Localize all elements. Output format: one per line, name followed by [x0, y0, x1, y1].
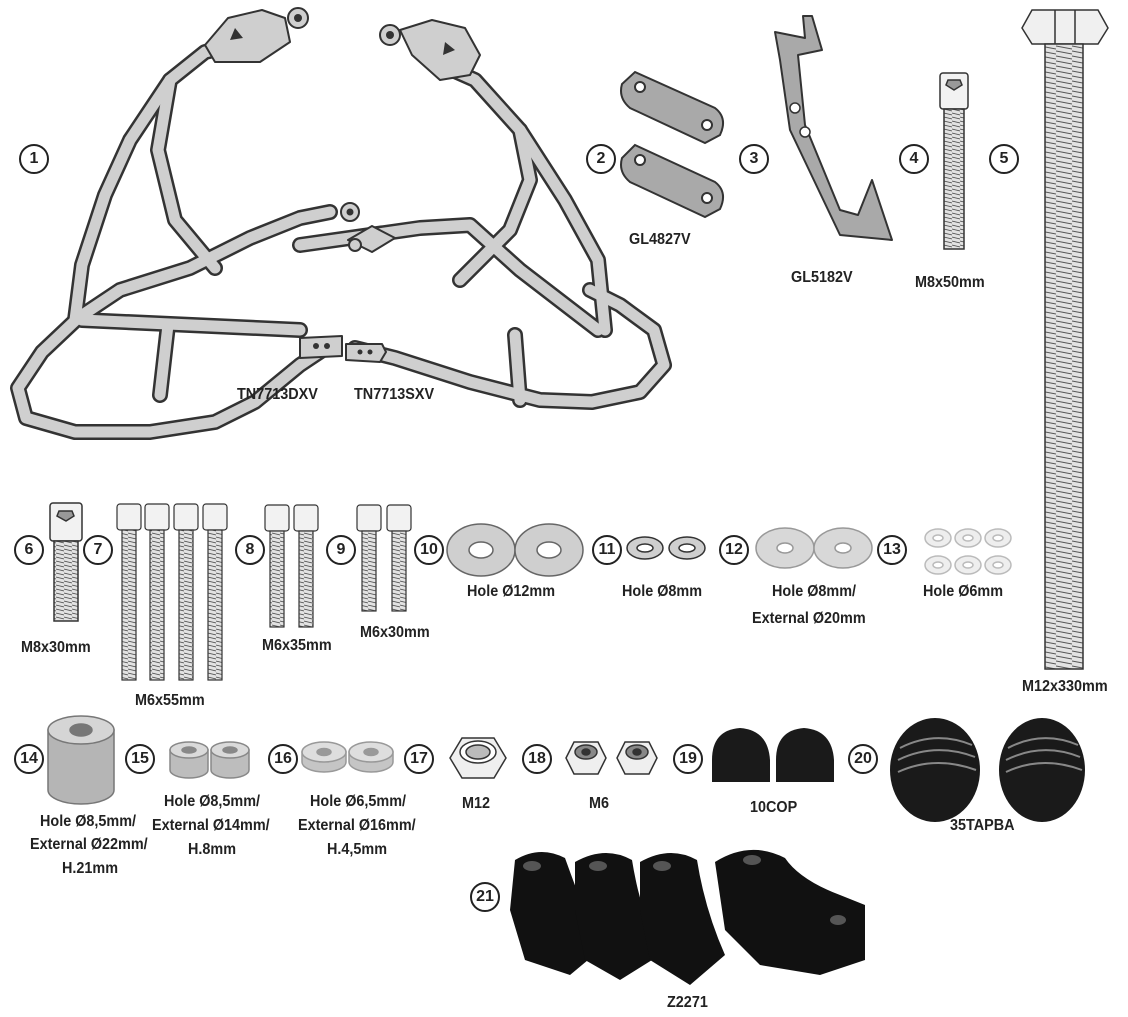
callout-2: 2: [586, 144, 616, 174]
callout-14: 14: [14, 744, 44, 774]
risers-z2271: [510, 849, 865, 985]
callout-13: 13: [877, 535, 907, 565]
m6x30-bolts: [356, 504, 412, 612]
label-hole8: Hole Ø8mm: [622, 583, 703, 600]
label-m8x50: M8x50mm: [915, 274, 985, 291]
m8x30-bolt: [49, 502, 83, 622]
label-tn7713dxv: TN7713DXV: [237, 386, 318, 403]
label-spacer14-line2: External Ø22mm/: [30, 836, 148, 853]
m6x35-bolts: [264, 504, 319, 628]
m6x55-bolts: [116, 503, 228, 681]
label-10cop: 10COP: [750, 799, 798, 816]
spring-washers-8mm: [626, 536, 706, 560]
callout-21: 21: [470, 882, 500, 912]
label-spacer15-line2: External Ø14mm/: [152, 817, 270, 834]
label-hole8-ext20-line2: External Ø20mm: [752, 610, 866, 627]
callout-18: 18: [522, 744, 552, 774]
callout-16: 16: [268, 744, 298, 774]
label-m12-nut: M12: [462, 795, 491, 812]
spacer-21mm: [47, 715, 115, 805]
label-m6x55: M6x55mm: [135, 692, 205, 709]
label-35tapba: 35TAPBA: [950, 817, 1015, 834]
label-spacer15-line1: Hole Ø8,5mm/: [164, 793, 261, 810]
gl4827v-plates: [620, 70, 725, 219]
crash-bar-frame: [10, 7, 672, 440]
callout-9: 9: [326, 535, 356, 565]
plugs-35tapba: [890, 718, 1085, 822]
m6-nuts: [565, 741, 658, 775]
label-z2271: Z2271: [667, 994, 708, 1011]
gl5182v-bracket: [774, 15, 893, 241]
callout-6: 6: [14, 535, 44, 565]
label-m6-nut: M6: [589, 795, 610, 812]
callout-3: 3: [739, 144, 769, 174]
label-spacer15-line3: H.8mm: [188, 841, 237, 858]
label-gl5182v: GL5182V: [791, 269, 853, 286]
label-tn7713sxv: TN7713SXV: [354, 386, 435, 403]
label-gl4827v: GL4827V: [629, 231, 691, 248]
m8x50-bolt: [939, 72, 969, 250]
washers-12mm: [446, 523, 584, 577]
label-m8x30: M8x30mm: [21, 639, 91, 656]
callout-19: 19: [673, 744, 703, 774]
callout-20: 20: [848, 744, 878, 774]
callout-11: 11: [592, 535, 622, 565]
callout-5: 5: [989, 144, 1019, 174]
callout-10: 10: [414, 535, 444, 565]
label-spacer16-line2: External Ø16mm/: [298, 817, 416, 834]
callout-7: 7: [83, 535, 113, 565]
m12x330-bolt: [1021, 9, 1109, 670]
label-m12x330: M12x330mm: [1022, 678, 1108, 695]
label-m6x35: M6x35mm: [262, 637, 332, 654]
label-hole12: Hole Ø12mm: [467, 583, 556, 600]
callout-1: 1: [19, 144, 49, 174]
callout-8: 8: [235, 535, 265, 565]
m12-nut: [449, 737, 507, 779]
label-spacer14-line3: H.21mm: [62, 860, 119, 877]
washers-8mm-20mm: [755, 527, 873, 569]
callout-17: 17: [404, 744, 434, 774]
label-spacer16-line3: H.4,5mm: [327, 841, 388, 858]
label-spacer14-line1: Hole Ø8,5mm/: [40, 813, 137, 830]
callout-12: 12: [719, 535, 749, 565]
label-spacer16-line1: Hole Ø6,5mm/: [310, 793, 407, 810]
label-hole8-ext20-line1: Hole Ø8mm/: [772, 583, 857, 600]
washers-6mm: [924, 528, 1012, 575]
label-hole6: Hole Ø6mm: [923, 583, 1004, 600]
spacers-4-5mm: [301, 741, 394, 773]
callout-15: 15: [125, 744, 155, 774]
label-m6x30: M6x30mm: [360, 624, 430, 641]
cap-nuts-10cop: [712, 728, 834, 782]
spacers-8mm: [169, 741, 250, 779]
callout-4: 4: [899, 144, 929, 174]
